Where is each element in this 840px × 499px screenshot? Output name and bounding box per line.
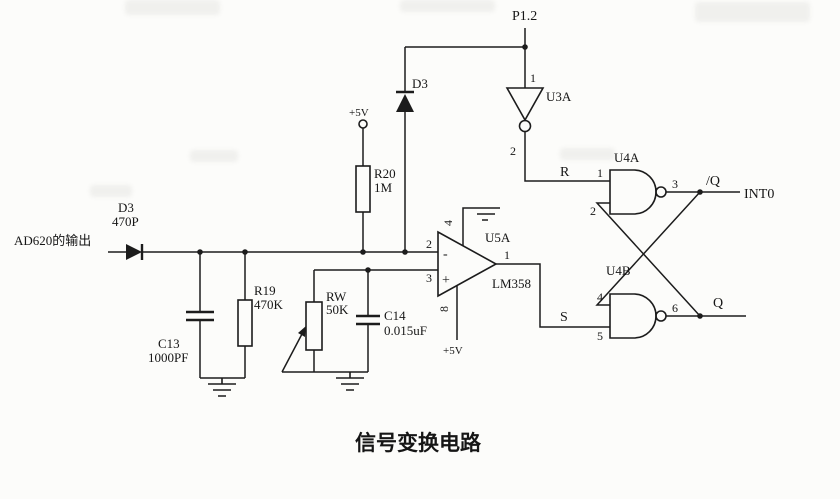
scan-artifact <box>695 2 810 22</box>
ground-symbol-opamp <box>472 207 500 221</box>
net-label-q: Q <box>713 296 723 311</box>
vcc-opamp-label: +5V <box>443 345 463 357</box>
capacitor-c14: C14 0.015uF <box>356 308 427 338</box>
scan-artifact <box>400 0 495 12</box>
net-label-qbar: /Q <box>706 174 720 189</box>
scan-artifact <box>190 150 238 162</box>
nand-bubble <box>655 186 667 198</box>
d3-input-value: 470P <box>112 214 139 229</box>
junction-dot <box>197 249 203 255</box>
d3-clamp-ref: D3 <box>412 76 428 91</box>
wiper-line <box>281 333 303 373</box>
nand-body <box>609 169 657 215</box>
resistor-body <box>355 165 371 213</box>
wiper-arrowhead <box>298 326 306 337</box>
junction-dot <box>360 249 366 255</box>
u5a-pin-vcc: 8 <box>437 306 451 312</box>
c14-value: 0.015uF <box>384 323 427 338</box>
scan-artifact <box>125 0 220 15</box>
u4b-pin-out: 6 <box>672 301 678 315</box>
u5a-pin-noninv: 3 <box>426 271 432 285</box>
net-label-r: R <box>560 165 570 180</box>
u3a-pin-out: 2 <box>510 144 516 158</box>
capacitor-plates <box>356 314 380 326</box>
input-signal-label: AD620的输出 <box>14 233 91 248</box>
scan-artifact <box>560 148 615 160</box>
ground-bars <box>336 372 364 391</box>
power-vcc-top: +5V <box>349 107 369 129</box>
ground-symbol-mid <box>336 372 364 391</box>
rw-ref: RW <box>326 289 347 304</box>
junction-dot <box>365 267 371 273</box>
u4a-pin-in1: 1 <box>597 166 603 180</box>
inverter-bubble <box>518 119 532 133</box>
u5a-part: LM358 <box>492 276 531 291</box>
u4b-pin-in2: 5 <box>597 329 603 343</box>
capacitor-plates <box>186 310 214 322</box>
u4b-pin-in1: 4 <box>597 290 603 304</box>
ground-bars <box>208 378 236 397</box>
opamp-triangle <box>437 230 498 298</box>
c14-ref: C14 <box>384 308 406 323</box>
net-labels: P1.2 R S /Q INT0 Q <box>512 9 774 325</box>
opamp-minus: - <box>443 247 448 262</box>
potentiometer-rw: RW 50K <box>281 289 349 373</box>
r20-value: 1M <box>374 180 393 195</box>
junction-dot <box>522 44 528 50</box>
diode-triangle <box>126 244 142 260</box>
junction-dots <box>197 44 703 319</box>
d3-input-ref: D3 <box>118 200 134 215</box>
junction-dot <box>402 249 408 255</box>
nand-bubble <box>655 310 667 322</box>
schematic-title: 信号变换电路 <box>355 431 482 455</box>
junction-dot <box>697 189 703 195</box>
net-label-p12: P1.2 <box>512 9 537 24</box>
u4b-ref: U4B <box>606 263 631 278</box>
diode-d3-clamp: D3 <box>396 76 428 112</box>
wire-segments <box>108 28 746 379</box>
junction-dot <box>242 249 248 255</box>
nand-u4b: 4 5 6 U4B <box>597 263 678 343</box>
c13-ref: C13 <box>158 336 180 351</box>
net-label-int0: INT0 <box>744 187 774 202</box>
resistor-r19: R19 470K <box>237 283 284 347</box>
ground-symbol-left <box>208 378 236 397</box>
resistor-body <box>237 299 253 347</box>
scan-artifact <box>90 185 132 197</box>
inverter-u3a: 1 2 U3A <box>505 71 572 158</box>
rw-value: 50K <box>326 302 349 317</box>
capacitor-c13: C13 1000PF <box>148 310 214 365</box>
inverter-triangle <box>505 87 545 122</box>
ground-bars <box>472 207 500 221</box>
diode-triangle <box>396 94 414 112</box>
net-label-s: S <box>560 310 568 325</box>
r19-ref: R19 <box>254 283 276 298</box>
u3a-pin-in: 1 <box>530 71 536 85</box>
u5a-pin-out: 1 <box>504 248 510 262</box>
u5a-ref: U5A <box>485 230 511 245</box>
diode-d3-input: D3 470P <box>112 200 144 260</box>
r20-ref: R20 <box>374 166 396 181</box>
potentiometer-body <box>305 301 323 351</box>
vcc-terminal-circle <box>358 119 368 129</box>
power-vcc-opamp: +5V <box>443 345 463 357</box>
u4a-pin-out: 3 <box>672 177 678 191</box>
u5a-pin-gnd: 4 <box>441 220 455 226</box>
opamp-u5a: - + 2 3 1 4 8 U5A LM358 <box>426 220 531 312</box>
vcc-top-label: +5V <box>349 107 369 119</box>
r19-value: 470K <box>254 297 284 312</box>
u4a-ref: U4A <box>614 150 640 165</box>
junction-dot <box>697 313 703 319</box>
u3a-ref: U3A <box>546 89 572 104</box>
c13-value: 1000PF <box>148 350 188 365</box>
opamp-plus: + <box>442 273 450 288</box>
u4a-pin-in2: 2 <box>590 204 596 218</box>
nand-body <box>609 293 657 339</box>
nand-u4a: 1 2 3 U4A <box>590 150 678 218</box>
u5a-pin-inv: 2 <box>426 237 432 251</box>
resistor-r20: R20 1M <box>355 165 396 213</box>
wires <box>108 28 746 379</box>
